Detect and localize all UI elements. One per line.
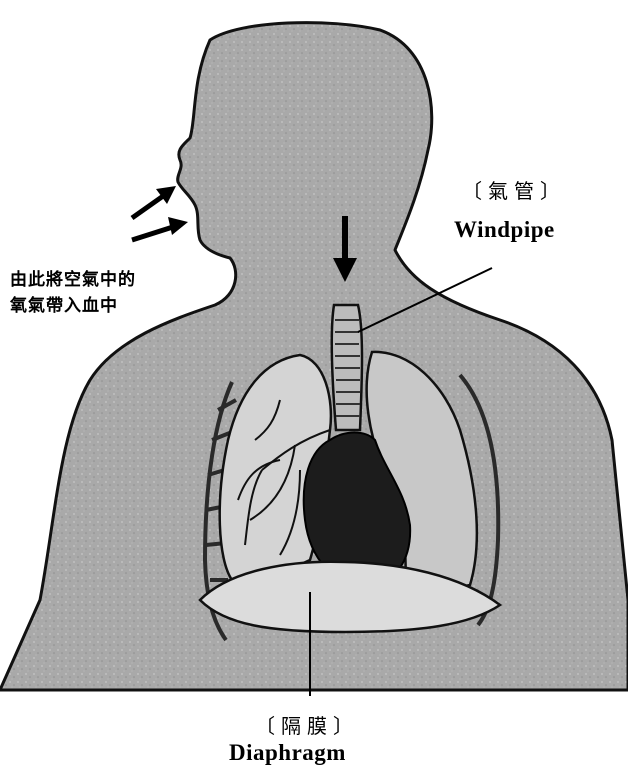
- inhale-arrows-icon: [132, 186, 188, 240]
- windpipe: [332, 305, 362, 430]
- windpipe-label-en: Windpipe: [454, 217, 555, 243]
- mouth-note-line2: 氧氣帶入血中: [10, 294, 118, 318]
- diaphragm-label-cn: 〔隔膜〕: [255, 710, 359, 739]
- diaphragm-label-en: Diaphragm: [229, 740, 346, 766]
- mouth-note-line1: 由此將空氣中的: [10, 268, 136, 292]
- windpipe-label-cn: 〔氣管〕: [462, 175, 566, 204]
